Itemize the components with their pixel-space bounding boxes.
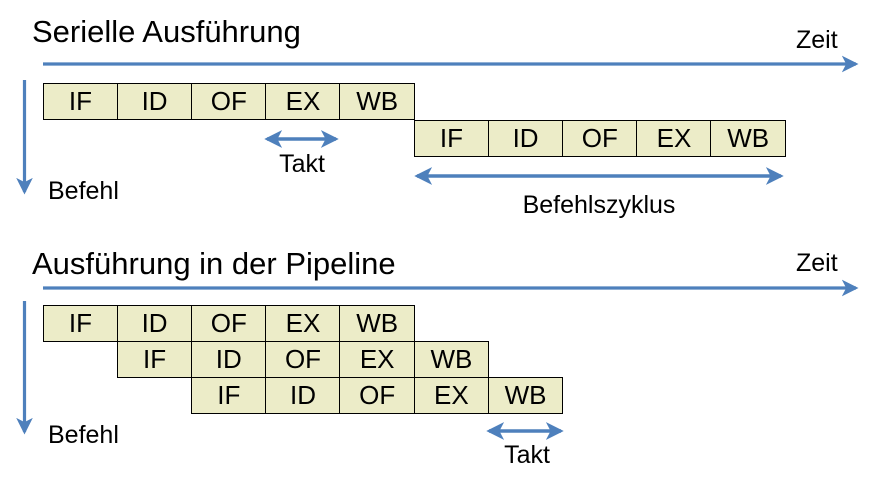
- zeit-label-serial: Zeit: [796, 26, 838, 54]
- stage-box-if: IF: [413, 120, 490, 157]
- section-title-serial: Serielle Ausführung: [32, 14, 301, 49]
- stage-box-id: ID: [265, 377, 341, 414]
- stage-box-ex: EX: [413, 377, 490, 414]
- stage-box-id: ID: [190, 341, 267, 378]
- stage-box-ex: EX: [339, 341, 416, 378]
- takt-label-pipeline: Takt: [504, 441, 550, 469]
- befehl-label-pipeline: Befehl: [48, 421, 119, 449]
- befehlszyklus-label: Befehlszyklus: [522, 191, 676, 219]
- stage-box-id: ID: [116, 83, 193, 120]
- stage-box-wb: WB: [339, 305, 416, 342]
- stage-box-id: ID: [116, 305, 193, 342]
- takt-label-serial: Takt: [279, 150, 325, 178]
- stage-box-ex: EX: [636, 120, 712, 157]
- stage-box-of: OF: [561, 120, 638, 157]
- stage-box-of: OF: [190, 305, 267, 342]
- stage-box-if: IF: [116, 341, 193, 378]
- zeit-label-pipeline: Zeit: [796, 249, 838, 277]
- stage-box-if: IF: [42, 83, 119, 120]
- stage-box-ex: EX: [265, 83, 341, 120]
- stage-box-wb: WB: [339, 83, 416, 120]
- stage-box-if: IF: [190, 377, 267, 414]
- stage-box-wb: WB: [710, 120, 787, 157]
- stage-box-wb: WB: [487, 377, 564, 414]
- stage-box-of: OF: [339, 377, 416, 414]
- stage-box-if: IF: [42, 305, 119, 342]
- stage-box-wb: WB: [413, 341, 490, 378]
- stage-box-of: OF: [265, 341, 341, 378]
- stage-box-ex: EX: [265, 305, 341, 342]
- section-title-pipeline: Ausführung in der Pipeline: [32, 246, 396, 281]
- stage-box-id: ID: [487, 120, 564, 157]
- stage-box-of: OF: [190, 83, 267, 120]
- befehl-label-serial: Befehl: [48, 177, 119, 205]
